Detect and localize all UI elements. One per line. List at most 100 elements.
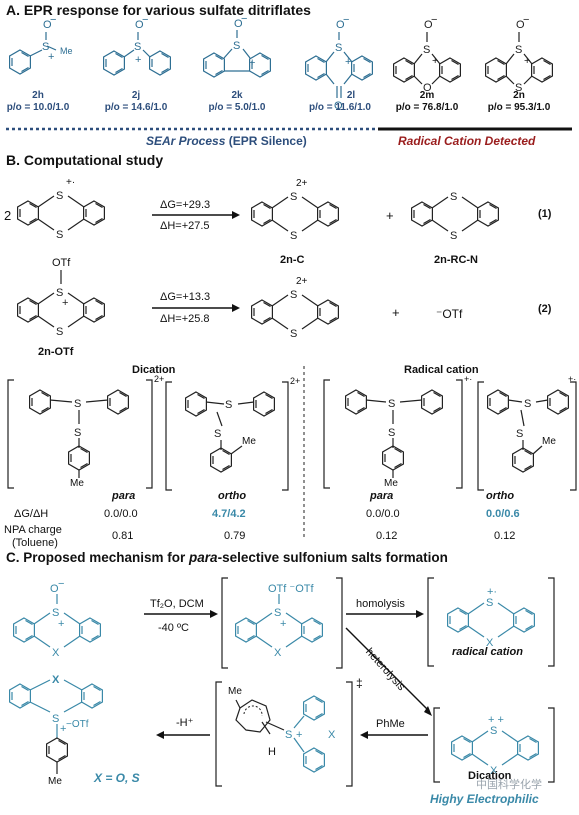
- label-ortho-dication: ortho: [218, 490, 247, 502]
- compound-2m-id: 2m: [419, 90, 435, 101]
- svg-text:S: S: [290, 230, 297, 242]
- radical-cation-structure: [427, 577, 555, 667]
- svg-text:S: S: [52, 607, 59, 619]
- svg-text:+: +: [58, 618, 64, 630]
- compound-2j-structure: [102, 32, 171, 76]
- svg-text:S: S: [274, 607, 281, 619]
- compound-2k-ratio: p/o = 5.0/1.0: [208, 102, 266, 113]
- svg-text:X: X: [52, 647, 60, 659]
- compound-2l-id: 2l: [346, 90, 356, 101]
- epr-silence-label: (EPR Silence): [225, 134, 307, 148]
- eq2-product-charge: 2+: [296, 276, 308, 287]
- product-2n-c-structure: [251, 196, 339, 232]
- svg-text:O: O: [516, 19, 525, 31]
- svg-text:X: X: [328, 729, 336, 741]
- eq2-plus: +: [392, 305, 400, 320]
- svg-text:X: X: [52, 674, 60, 686]
- eq1-dg: ΔG=+29.3: [160, 199, 211, 211]
- svg-text:S: S: [74, 398, 81, 410]
- dication-para-structure: [7, 379, 153, 489]
- me-product: Me: [48, 776, 62, 787]
- row-npa-solvent: (Toluene): [12, 537, 58, 549]
- eq2-product-structure: [251, 294, 339, 330]
- compound-2k-id: 2k: [231, 90, 243, 101]
- svg-text:S: S: [486, 597, 493, 609]
- compound-2m-ratio: p/o = 76.8/1.0: [395, 102, 459, 113]
- compound-2n-structure: [485, 32, 554, 85]
- svg-text:+: +: [135, 54, 141, 66]
- mechanism-intermediate-structure: [221, 577, 343, 669]
- right-banner: Radical Cation Detected: [398, 134, 536, 148]
- sear-label: SEAr Process: [146, 134, 226, 148]
- compound-2j-id: 2j: [131, 90, 141, 101]
- svg-text:S: S: [423, 44, 430, 56]
- me-para-1: Me: [70, 478, 84, 489]
- eq1-number: (1): [538, 208, 552, 220]
- svg-text:S: S: [450, 230, 457, 242]
- product-2n-c-label: 2n-C: [280, 254, 305, 266]
- eq2-anion: ⁻OTf: [436, 307, 463, 321]
- svg-text:S: S: [290, 328, 297, 340]
- svg-text:+: +: [280, 618, 286, 630]
- svg-text:O: O: [424, 19, 433, 31]
- dg-para-radical: 0.0/0.0: [366, 508, 400, 520]
- svg-text:S: S: [52, 713, 59, 725]
- product-2n-rc-n-structure: [411, 196, 499, 232]
- ts-me-label: Me: [228, 686, 242, 697]
- svg-text:X: X: [490, 765, 498, 777]
- svg-text:O: O: [336, 19, 345, 31]
- svg-text:−: −: [58, 578, 64, 590]
- eq1-dh: ΔH=+27.5: [160, 220, 210, 232]
- svg-text:+ +: + +: [488, 714, 504, 726]
- eq2-reactant-label: 2n-OTf: [38, 346, 74, 358]
- dication-label: Dication: [468, 770, 512, 782]
- compound-2l-structure: [305, 32, 373, 98]
- svg-text:S: S: [285, 729, 292, 741]
- section-c-title-para: para: [189, 550, 218, 565]
- section-c-title: C. Proposed mechanism for para-selective…: [6, 550, 448, 565]
- left-banner: SEAr Process (EPR Silence): [146, 134, 307, 148]
- radical-cation-label: radical cation: [452, 646, 523, 658]
- eq2-dh: ΔH=+25.8: [160, 313, 210, 325]
- label-ortho-radical: ortho: [486, 490, 515, 502]
- homolysis-label: homolysis: [356, 598, 405, 610]
- structure-1-charge: 2+: [154, 374, 165, 384]
- svg-text:S: S: [388, 427, 395, 439]
- svg-text:+: +: [249, 57, 255, 69]
- svg-text:S: S: [524, 398, 531, 410]
- label-para-radical: para: [370, 490, 394, 502]
- final-product-structure: [9, 679, 104, 738]
- eq1-coefficient: 2: [4, 208, 12, 223]
- svg-text:S: S: [56, 229, 63, 241]
- methyl-label: Me: [60, 46, 73, 56]
- svg-text:S: S: [56, 287, 63, 299]
- radical-para-structure: [323, 379, 463, 489]
- svg-text:S: S: [56, 190, 63, 202]
- heterolysis-arrow: [345, 627, 429, 711]
- row-dg-label: ΔG/ΔH: [14, 508, 49, 520]
- eq2-dg: ΔG=+13.3: [160, 291, 211, 303]
- eq1-reactant-structure: [17, 195, 106, 231]
- npa-para-dication: 0.81: [112, 530, 134, 542]
- reagent-temperature: -40 ºC: [158, 622, 189, 634]
- svg-text:+: +: [48, 51, 54, 63]
- eq1-reactant-charge: +·: [66, 177, 76, 188]
- dication-ortho-structure: [165, 381, 289, 491]
- dg-ortho-radical: 0.0/0.6: [486, 508, 520, 520]
- product-2n-rc-n-label: 2n-RC-N: [434, 254, 478, 266]
- compound-2k-structure: [203, 30, 271, 78]
- phme-label: PhMe: [376, 718, 405, 730]
- eq2-number: (2): [538, 303, 552, 315]
- dication-structure: [433, 707, 555, 783]
- structure-4-charge: +·: [568, 374, 577, 384]
- svg-text:O: O: [50, 583, 59, 595]
- compound-2n-id: 2n: [513, 90, 525, 101]
- label-para-dication: para: [112, 490, 136, 502]
- dagger: ‡: [356, 676, 363, 690]
- svg-text:S: S: [214, 428, 221, 440]
- svg-text:S: S: [388, 398, 395, 410]
- svg-text:+·: +·: [487, 586, 497, 598]
- svg-text:+: +: [524, 55, 530, 67]
- section-a-title: A. EPR response for various sulfate ditr…: [6, 2, 311, 18]
- ts-h-label: H: [268, 746, 276, 758]
